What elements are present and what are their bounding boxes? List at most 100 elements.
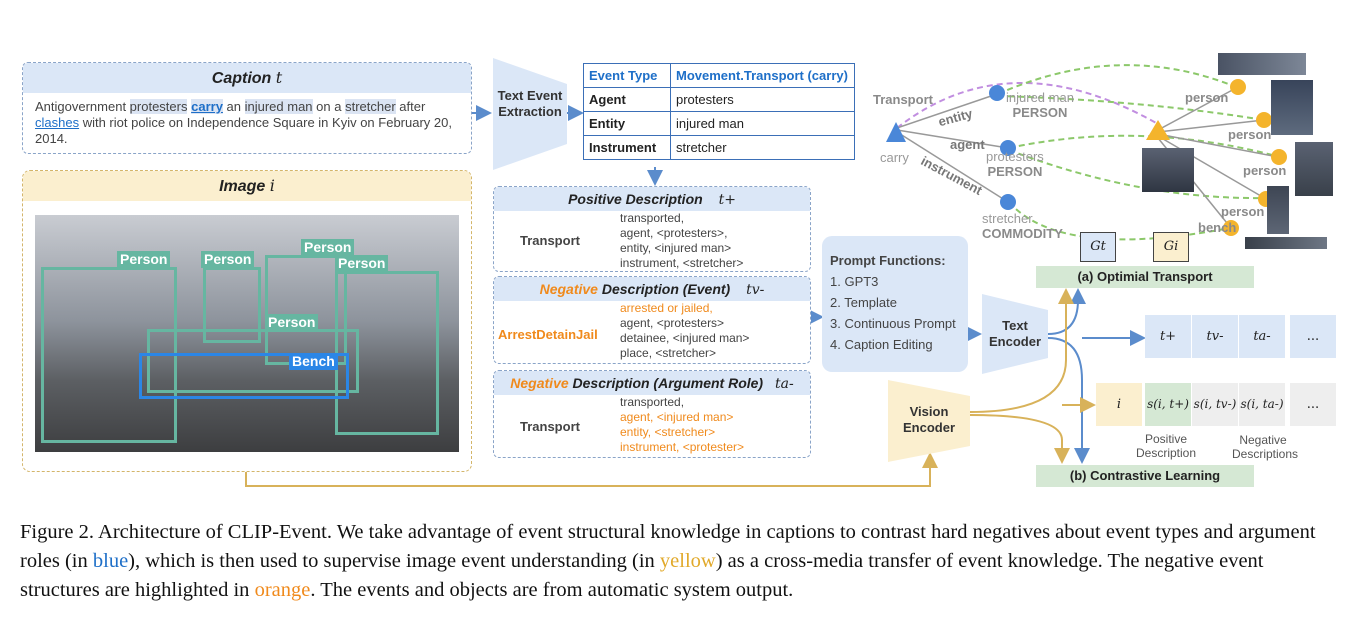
- prompt-functions-title: Prompt Functions:: [830, 253, 946, 268]
- negative-event-description-box: Negative Description (Event) tv- ArrestD…: [493, 276, 811, 364]
- score-cell-ellipsis: ...: [1290, 383, 1336, 426]
- ot-edge-protesters-2: [1008, 149, 1267, 200]
- image-edge-label: person: [1185, 90, 1229, 105]
- caption-instrument-highlight: stretcher: [345, 99, 396, 114]
- vision-encoder-label: Vision Encoder: [902, 404, 955, 435]
- positive-description-role: Transport: [520, 233, 580, 248]
- crop-thumbnail: [1142, 148, 1194, 192]
- caption-part: an: [222, 99, 245, 114]
- crop-thumbnail: [1271, 80, 1313, 135]
- image-node-person-1: [1230, 79, 1246, 95]
- graph-edge-entity: [896, 93, 998, 129]
- node-injured-man: [989, 85, 1005, 101]
- prompt-function-item: 1. GPT3: [830, 274, 879, 289]
- image-edge-3: [1157, 133, 1279, 158]
- score-cell-neg-role: s(i, ta-): [1239, 383, 1285, 426]
- positive-description-title: Positive Description: [568, 191, 703, 207]
- bbox-label-person-4: Person: [335, 255, 389, 272]
- node-type: COMMODITY: [982, 226, 1063, 241]
- negative-event-header: Negative Description (Event) tv-: [494, 277, 810, 301]
- negative-event-lines: arrested or jailed, agent, <protesters> …: [620, 301, 749, 361]
- carry-triangle-node: [886, 122, 906, 142]
- event-structure-table: Event Type Movement.Transport (carry) Ag…: [583, 63, 855, 160]
- table-cell-key: Event Type: [583, 63, 671, 88]
- caption-text: Antigovernment protesters carry an injur…: [23, 93, 471, 153]
- bbox-label-bench: Bench: [289, 353, 338, 370]
- bbox-label-person-5: Person: [265, 314, 319, 331]
- negative-event-title-neg: Negative: [539, 281, 598, 297]
- image-node-person-3: [1271, 149, 1287, 165]
- desc-line: entity, <injured man>: [620, 241, 732, 255]
- image-edge-4: [1157, 135, 1267, 200]
- caption-part: Antigovernment: [35, 99, 130, 114]
- prompt-function-item: 3. Continuous Prompt: [830, 316, 956, 331]
- image-title: Image: [219, 178, 266, 195]
- graph-node-stretcher: stretcher COMMODITY: [982, 212, 1063, 242]
- table-cell-key: Instrument: [583, 135, 671, 160]
- prompt-functions-box: Prompt Functions: 1. GPT3 2. Template 3.…: [822, 236, 968, 372]
- figure-caption: Figure 2. Architecture of CLIP-Event. We…: [20, 518, 1330, 605]
- graph-edge-agent: [896, 129, 1009, 149]
- node-name: protesters: [986, 149, 1044, 164]
- desc-line: entity, <stretcher>: [620, 425, 716, 439]
- caption-part: with riot police on Independence Square …: [35, 115, 452, 146]
- figure-caption-part: . The events and objects are from automa…: [310, 579, 794, 601]
- text-cell-neg-event: tv-: [1192, 315, 1238, 358]
- bbox-label-person-3: Person: [301, 239, 355, 256]
- text-cell-neg-role: ta-: [1239, 315, 1285, 358]
- negative-role-header: Negative Description (Argument Role) ta-: [494, 371, 810, 395]
- ot-edge-injured-1: [997, 64, 1237, 95]
- arrow-vision-to-ot: [969, 288, 1074, 413]
- bbox-label-person-1: Person: [117, 251, 171, 268]
- negative-role-symbol: ta-: [775, 376, 794, 392]
- crop-thumbnail: [1295, 142, 1333, 196]
- graph-edge-label-agent: agent: [950, 137, 985, 152]
- ot-edge-transport: [896, 82, 1159, 129]
- negative-role-lines: transported, agent, <injured man> entity…: [620, 395, 744, 455]
- image-edge-1: [1157, 86, 1239, 131]
- bbox-person-2: [203, 267, 261, 343]
- image-node-person-2: [1256, 112, 1272, 128]
- figure-caption-orange: orange: [254, 579, 311, 601]
- desc-line: instrument, <stretcher>: [620, 256, 744, 270]
- figure-caption-part: ) as a cross-media transfer of event kno…: [20, 550, 1264, 601]
- graph-label-transport: Transport: [873, 92, 933, 107]
- negative-event-role: ArrestDetainJail: [498, 327, 598, 342]
- figure-caption-yellow: yellow: [659, 550, 716, 572]
- caption-link-clashes: clashes: [35, 115, 80, 130]
- arrow-image-to-vision: [245, 452, 938, 487]
- node-type: PERSON: [1012, 105, 1068, 120]
- caption-symbol: t: [275, 68, 283, 87]
- arrow-text-to-cl: [1047, 337, 1090, 464]
- vision-encoder-shape: [888, 380, 970, 462]
- image-cell: i: [1096, 383, 1142, 426]
- positive-description-symbol: t+: [718, 192, 736, 208]
- text-cell-positive: t+: [1145, 315, 1191, 358]
- caption-header: Caption t: [23, 63, 471, 93]
- negative-role-role: Transport: [520, 419, 580, 434]
- positive-description-box: Positive Description t+ Transport transp…: [493, 186, 811, 272]
- crop-thumbnail: [1245, 237, 1327, 249]
- image-box: Image i Person Person Person Person Pers…: [22, 170, 472, 472]
- table-cell-value: Movement.Transport (carry): [670, 63, 855, 88]
- image-edge-label: bench: [1198, 220, 1237, 235]
- image-edge-label: person: [1243, 163, 1287, 178]
- ot-edge-injured-2: [997, 95, 1265, 121]
- node-stretcher: [1000, 194, 1016, 210]
- table-row: Instrument stretcher: [583, 135, 855, 160]
- table-row: Agent protesters: [583, 87, 855, 112]
- positive-description-lines: transported, agent, <protesters>, entity…: [620, 211, 743, 271]
- arrow-text-to-ot: [1047, 288, 1086, 335]
- figure-caption-part: ), which is then used to supervise image…: [128, 550, 660, 572]
- prompt-function-item: 4. Caption Editing: [830, 337, 933, 352]
- figure-caption-blue: blue: [92, 550, 129, 572]
- caption-part: after: [395, 99, 426, 114]
- table-cell-key: Entity: [583, 111, 671, 136]
- score-cell-neg-event: s(i, tv-): [1192, 383, 1238, 426]
- negative-descriptions-label: Negative Descriptions: [1232, 433, 1299, 461]
- negative-role-title-rest: Description (Argument Role): [568, 375, 764, 391]
- desc-line: arrested or jailed,: [620, 301, 713, 315]
- caption-part: on a: [312, 99, 346, 114]
- image-edge-2: [1157, 119, 1265, 133]
- optimal-transport-label: (a) Optimial Transport: [1036, 266, 1254, 288]
